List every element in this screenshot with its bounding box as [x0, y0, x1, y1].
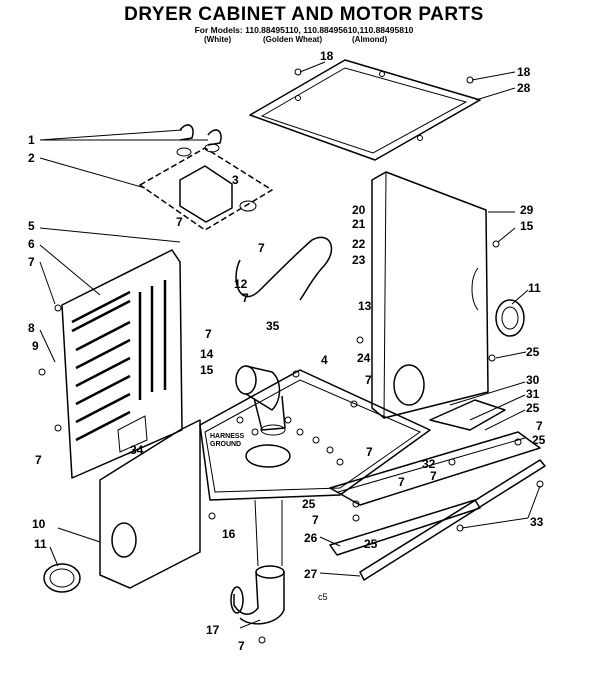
side-panel	[99, 419, 201, 589]
page-code: c5	[318, 592, 328, 602]
callout-26: 26	[304, 531, 318, 545]
callout-12: 12	[234, 277, 248, 291]
callout-7: 7	[398, 475, 405, 489]
callout-16: 16	[222, 527, 236, 541]
callout-31: 31	[526, 387, 540, 401]
callout-21: 21	[352, 217, 366, 231]
color-golden-wheat: (Golden Wheat)	[263, 35, 323, 44]
callout-14: 14	[200, 347, 214, 361]
callouts: 18 18 28 1 2 3 5 6 7 7 7 7 7 7 7 7 7 7 7…	[28, 49, 546, 653]
callout-32: 32	[422, 457, 436, 471]
callout-2: 2	[28, 151, 35, 165]
callout-28: 28	[517, 81, 531, 95]
callout-6: 6	[28, 237, 35, 251]
callout-25: 25	[302, 497, 316, 511]
callout-11: 11	[34, 537, 47, 551]
color-white: (White)	[204, 35, 232, 44]
callout-18: 18	[320, 49, 334, 63]
rear-panel	[371, 171, 489, 419]
callout-8: 8	[28, 321, 35, 335]
toe-panel-front	[329, 431, 541, 506]
callout-30: 30	[526, 373, 540, 387]
exhaust-elbow	[230, 499, 285, 625]
callout-15: 15	[200, 363, 214, 377]
screws	[38, 68, 544, 644]
harness-label-line1: HARNESS	[210, 433, 245, 440]
callout-7: 7	[536, 419, 543, 433]
callout-23: 23	[352, 253, 366, 267]
callout-10: 10	[32, 517, 46, 531]
callout-25: 25	[526, 401, 540, 415]
callout-7: 7	[312, 513, 319, 527]
callout-7: 7	[365, 373, 372, 387]
callout-7: 7	[258, 241, 265, 255]
callout-24: 24	[357, 351, 371, 365]
callout-20: 20	[352, 203, 366, 217]
callout-27: 27	[304, 567, 318, 581]
front-panel	[61, 249, 183, 479]
callout-7: 7	[35, 453, 42, 467]
leader-lines	[39, 61, 541, 629]
callout-4: 4	[321, 353, 328, 367]
callout-29: 29	[520, 203, 534, 217]
kick-plate	[329, 499, 481, 556]
wire-harness	[235, 236, 333, 301]
callout-7: 7	[430, 469, 437, 483]
callout-15: 15	[520, 219, 534, 233]
clips	[179, 124, 222, 146]
base-plate	[199, 369, 431, 501]
callout-7: 7	[28, 255, 35, 269]
callout-33: 33	[530, 515, 544, 529]
rear-bracket	[429, 399, 506, 431]
callout-22: 22	[352, 237, 366, 251]
callout-1: 1	[28, 133, 35, 147]
diagram-title: DRYER CABINET AND MOTOR PARTS	[124, 4, 484, 25]
top-cover	[249, 59, 481, 161]
callout-34: 34	[130, 443, 144, 457]
callout-7: 7	[205, 327, 212, 341]
callout-35: 35	[266, 319, 280, 333]
callout-7: 7	[242, 291, 249, 305]
callout-5: 5	[28, 219, 35, 233]
callout-17: 17	[206, 623, 220, 637]
motor-duct	[235, 365, 286, 436]
callout-25: 25	[526, 345, 540, 359]
callout-7: 7	[176, 215, 183, 229]
callout-13: 13	[358, 299, 372, 313]
callout-25: 25	[532, 433, 546, 447]
door-cap-right	[495, 299, 525, 337]
callout-18: 18	[517, 65, 531, 79]
control-bracket	[139, 143, 273, 231]
callout-3: 3	[232, 173, 239, 187]
toe-strip	[359, 459, 546, 581]
callout-7: 7	[238, 639, 245, 653]
harness-label-line2: GROUND	[210, 441, 241, 448]
door-cap-left	[43, 563, 81, 593]
callout-7: 7	[366, 445, 373, 459]
callout-11: 11	[528, 281, 541, 295]
color-almond: (Almond)	[352, 35, 388, 44]
callout-25: 25	[364, 537, 378, 551]
callout-9: 9	[32, 339, 39, 353]
model-numbers: For Models: 110.88495110, 110.88495610,1…	[194, 25, 414, 35]
